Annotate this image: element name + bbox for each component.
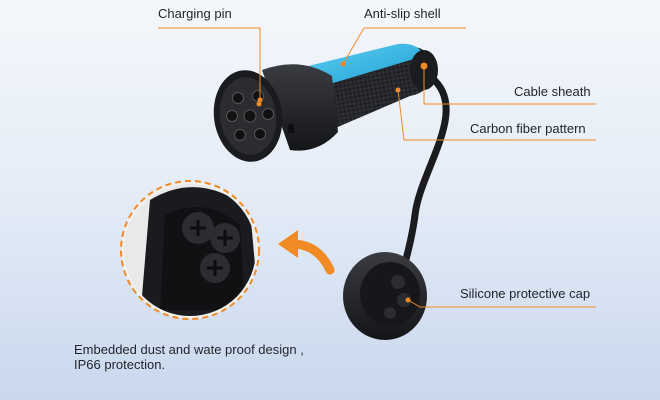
silicone-protective-cap	[343, 252, 427, 340]
callout-lines	[158, 27, 596, 308]
anti-slip-shell-label: Anti-slip shell	[364, 6, 441, 21]
carbon-fiber-pattern-label: Carbon fiber pattern	[470, 121, 586, 136]
silicone-protective-cap-label: Silicone protective cap	[460, 286, 591, 301]
arrow-head	[278, 230, 298, 258]
anti-slip-shell	[300, 43, 424, 84]
cable	[398, 74, 450, 279]
charging-pin-label: Charging pin	[158, 6, 232, 21]
cable-sheath-label: Cable sheath	[514, 84, 591, 99]
caption-line-2: IP66 protection.	[74, 357, 166, 372]
feature-caption: Embedded dust and wate proof design , IP…	[74, 342, 304, 372]
zoom-detail	[120, 180, 260, 320]
connector-handle	[213, 43, 438, 162]
caption-line-1: Embedded dust and wate proof design ,	[74, 342, 304, 357]
